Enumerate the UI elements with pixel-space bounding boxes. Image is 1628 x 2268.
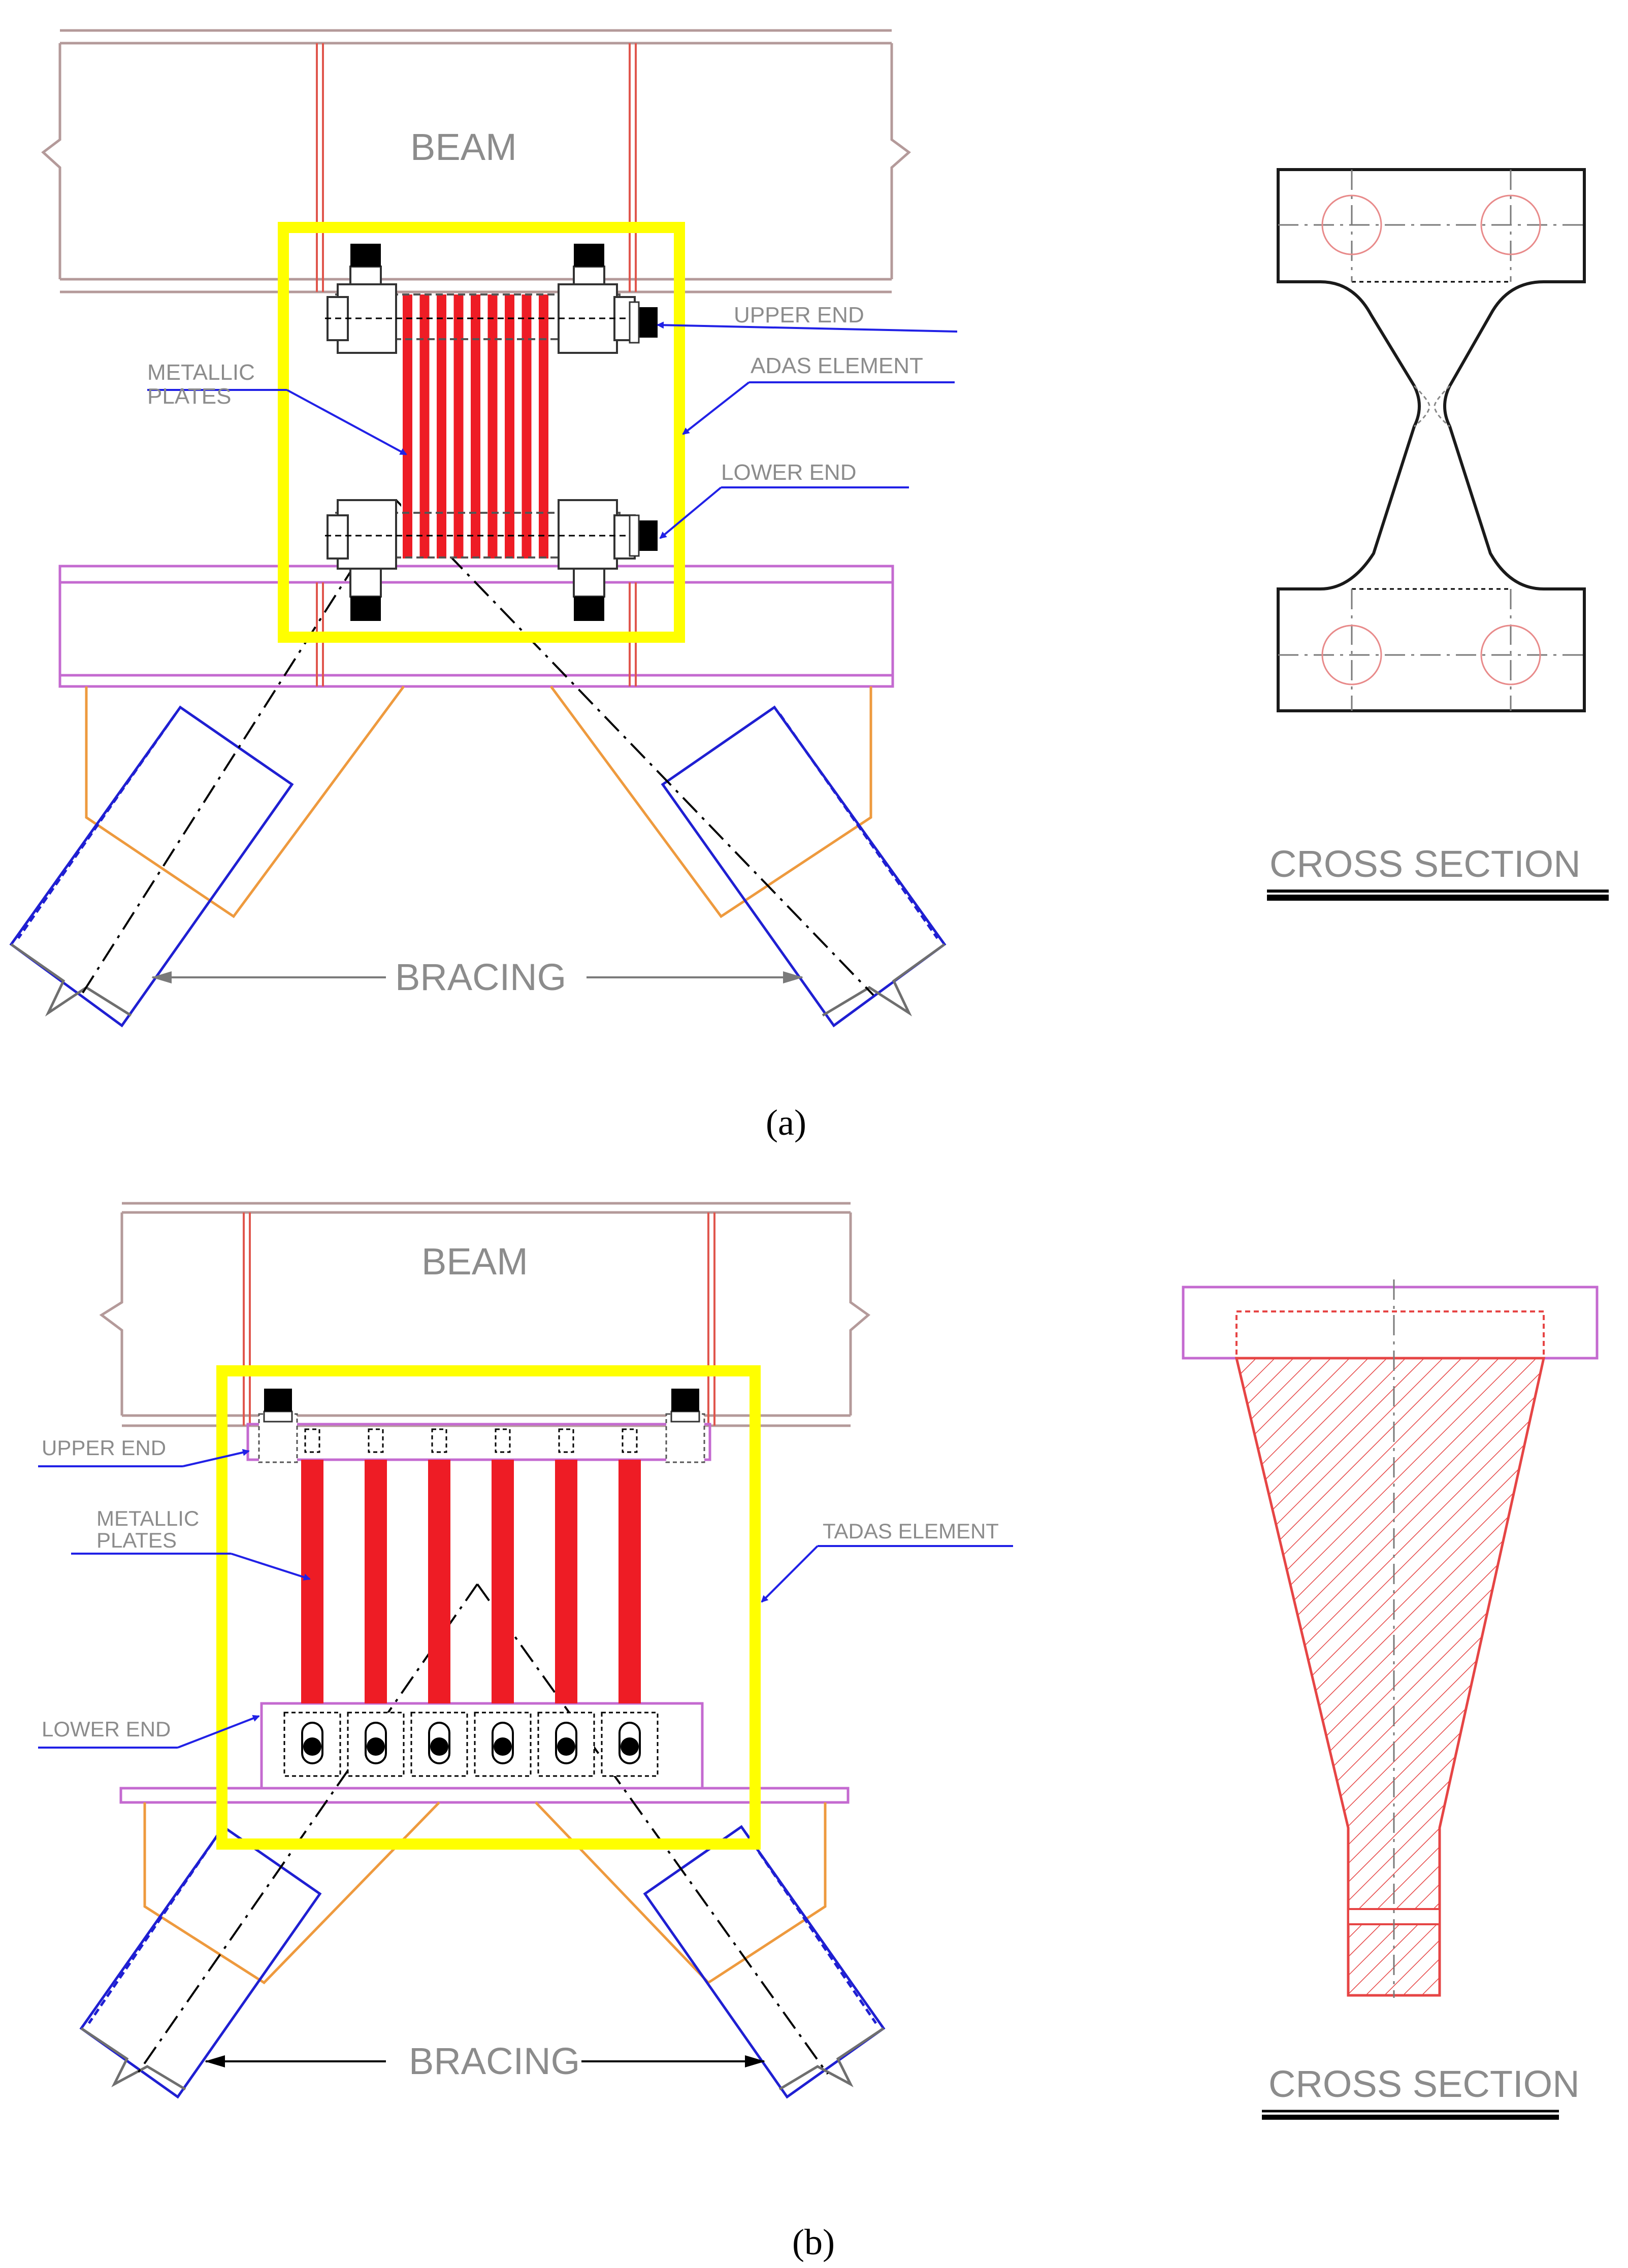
metallic-plates-a	[401, 294, 553, 558]
adas-plate	[539, 294, 548, 558]
svg-text:PLATES: PLATES	[96, 1528, 177, 1552]
tadas-plate-top-socket	[495, 1428, 511, 1453]
svg-text:LOWER END: LOWER END	[721, 460, 856, 485]
beam-label-a: BEAM	[410, 126, 517, 168]
beam-b	[99, 1202, 871, 1427]
bracing-dimension-a: BRACING	[151, 956, 803, 998]
tadas-bolt	[621, 1737, 639, 1756]
tadas-bolt	[557, 1737, 575, 1756]
figure-a: BEAM UPPER END ADAS ELEMENT METALLIC PLA…	[9, 29, 1609, 1143]
gusset-left-a	[85, 685, 405, 918]
tadas-plate	[492, 1460, 514, 1703]
brace-left-b	[79, 1583, 478, 2099]
adas-plate	[522, 294, 532, 558]
lower-end-block-a	[325, 499, 636, 598]
figure-b: BEAM UPPER END METALLIC PLATES TADAS ELE…	[38, 1202, 1599, 2262]
bracing-dimension-b: BRACING	[205, 2040, 765, 2082]
svg-text:ADAS ELEMENT: ADAS ELEMENT	[751, 353, 923, 378]
tadas-cross-section	[1182, 1279, 1599, 1998]
adas-plate	[505, 294, 514, 558]
tadas-bolt	[494, 1737, 512, 1756]
tadas-plate	[301, 1460, 323, 1703]
tadas-plate	[428, 1460, 450, 1703]
tadas-bolt	[303, 1737, 321, 1756]
label-adas-element-a: ADAS ELEMENT	[682, 353, 955, 435]
label-tadas-element-b: TADAS ELEMENT	[761, 1519, 1013, 1603]
tadas-bolt	[367, 1737, 385, 1756]
gusset-right-b	[535, 1801, 827, 1985]
svg-text:BRACING: BRACING	[409, 2040, 580, 2082]
lower-flange-plate-b	[119, 1702, 850, 1804]
adas-highlight-box	[278, 222, 685, 643]
svg-text:UPPER END: UPPER END	[734, 303, 864, 327]
adas-plate	[471, 294, 480, 558]
cross-section-title-a: CROSS SECTION	[1267, 843, 1609, 901]
caption-a: (a)	[766, 1102, 806, 1143]
bolt-heads-a	[350, 244, 658, 621]
tadas-plate-top-socket	[368, 1428, 384, 1453]
adas-plate	[403, 294, 412, 558]
svg-text:TADAS ELEMENT: TADAS ELEMENT	[823, 1519, 999, 1543]
brace-right-a	[395, 499, 947, 1028]
tadas-highlight-box	[216, 1365, 761, 1850]
label-lower-end-a: LOWER END	[659, 460, 909, 539]
adas-cross-section	[1277, 168, 1586, 712]
adas-plate	[453, 294, 464, 558]
adas-plate	[487, 294, 498, 558]
label-lower-end-b: LOWER END	[38, 1715, 260, 1749]
adas-plate	[437, 294, 446, 558]
tadas-plate-top-socket	[558, 1428, 574, 1453]
svg-text:UPPER END: UPPER END	[42, 1436, 166, 1460]
label-metallic-plates-b: METALLIC PLATES	[71, 1506, 311, 1581]
brace-left-a	[9, 499, 397, 1028]
svg-text:METALLIC: METALLIC	[147, 360, 255, 385]
adas-plate	[419, 294, 430, 558]
tadas-plate-top-socket	[431, 1428, 447, 1453]
tadas-plate	[365, 1460, 387, 1703]
svg-text:PLATES: PLATES	[147, 384, 231, 409]
caption-b: (b)	[792, 2222, 835, 2262]
svg-text:LOWER END: LOWER END	[42, 1717, 171, 1741]
upper-end-block-a	[325, 266, 636, 354]
tadas-plate	[555, 1460, 577, 1703]
svg-text:CROSS SECTION: CROSS SECTION	[1268, 2063, 1580, 2105]
label-upper-end-b: UPPER END	[38, 1436, 250, 1467]
tadas-plate-top-socket	[622, 1428, 638, 1453]
gusset-right-a	[549, 685, 872, 918]
beam-a	[41, 29, 911, 293]
label-metallic-plates-a: METALLIC PLATES	[147, 360, 407, 455]
tadas-plate-top-socket	[304, 1428, 320, 1453]
upper-end-plate-b	[246, 1423, 711, 1461]
tadas-plate	[618, 1460, 641, 1703]
tadas-bolt	[430, 1737, 448, 1756]
gusset-left-b	[143, 1801, 440, 1985]
svg-text:BRACING: BRACING	[395, 956, 566, 998]
beam-label-b: BEAM	[421, 1240, 528, 1283]
svg-text:METALLIC: METALLIC	[96, 1506, 199, 1530]
cross-section-title-b: CROSS SECTION	[1262, 2063, 1580, 2120]
svg-text:CROSS SECTION: CROSS SECTION	[1269, 843, 1581, 885]
label-upper-end-a: UPPER END	[657, 303, 958, 333]
metallic-plates-b	[283, 1428, 659, 1777]
